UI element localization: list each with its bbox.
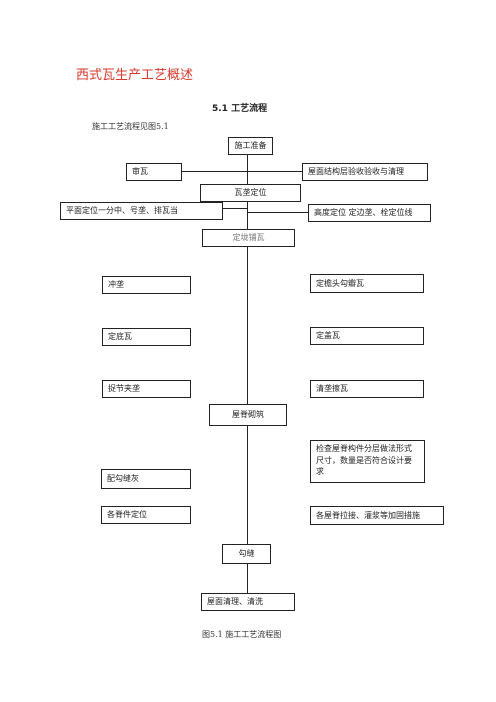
flow-box-clean-ridge: 清垄擦瓦	[310, 380, 424, 398]
intro-text: 施工工艺流程见图5.1	[92, 122, 169, 131]
flow-box-joint-ridge: 捉节夹垄	[102, 380, 191, 398]
flow-box-eave-head: 定檐头勾瓣瓦	[310, 274, 424, 293]
flow-box-plane-positioning: 平面定位一分中、号垄、排瓦当	[60, 202, 223, 220]
flow-box-reinforce: 各屋脊拉接、灌浆等加固措施	[310, 506, 444, 525]
flow-box-check-ridge: 检查屋脊构件分层做法形式尺寸，数量是否符合设计要求	[310, 440, 425, 483]
flow-box-positioning: 瓦垄定位	[200, 184, 301, 202]
flow-box-prepare: 施工准备	[228, 137, 273, 155]
flow-box-cover-tile: 定盖瓦	[310, 327, 424, 345]
flow-box-ridge-clear: 冲垄	[102, 276, 191, 294]
flow-box-pointing: 勾缝	[222, 544, 271, 564]
flow-box-bottom-tile: 定底瓦	[102, 328, 191, 346]
flow-box-roof-check: 屋面结构层验收验收与清理	[302, 163, 428, 181]
connector-sort-tiles	[182, 171, 247, 172]
flow-box-tile-laying: 定垅铺瓦	[202, 229, 295, 247]
flow-box-cleaning: 屋面清理、清洗	[201, 593, 295, 611]
flow-box-height-positioning: 高度定位 定边垄、栓定位线	[308, 204, 431, 222]
flow-box-sort-tiles: 审瓦	[126, 163, 182, 181]
flow-box-ridge-parts: 各脊件定位	[101, 506, 191, 524]
flow-main-line	[247, 155, 248, 593]
figure-caption: 图5.1 施工工艺流程图	[202, 630, 282, 639]
flow-box-ridge-build: 屋脊砌筑	[209, 404, 287, 426]
section-heading: 5.1 工艺流程	[212, 104, 268, 114]
connector-roof-check	[248, 171, 302, 172]
connector-height-positioning	[248, 212, 308, 213]
flow-box-mortar: 配勾缝灰	[101, 469, 191, 489]
document-title: 西式瓦生产工艺概述	[76, 68, 194, 83]
connector-plane-positioning	[223, 208, 247, 209]
